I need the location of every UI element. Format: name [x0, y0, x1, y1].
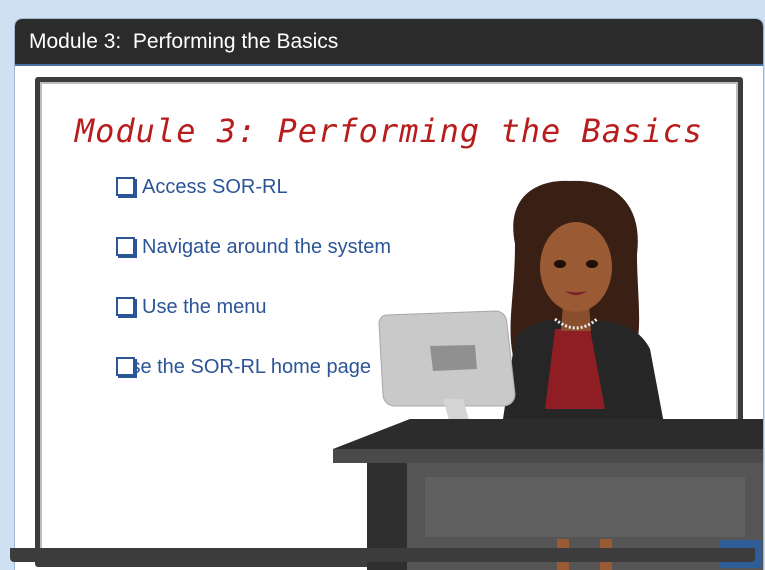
- list-item: Use the SOR-RL home page: [116, 354, 376, 380]
- checkbox-icon: [116, 237, 135, 256]
- objectives-checklist: Access SOR-RL Navigate around the system…: [116, 174, 416, 414]
- checkbox-icon: [116, 357, 135, 376]
- list-item-label: Use the SOR-RL home page: [116, 356, 371, 378]
- list-item: Navigate around the system: [116, 234, 416, 260]
- title-bar: Module 3: Performing the Basics: [15, 19, 763, 66]
- list-item-label: Use the menu: [142, 296, 267, 318]
- player-frame: Module 3: Performing the Basics Module 3…: [14, 18, 764, 570]
- checkbox-icon: [116, 297, 135, 316]
- checkbox-icon: [116, 177, 135, 196]
- whiteboard-tray: [10, 548, 755, 562]
- slide-title: Module 3: Performing the Basics: [74, 112, 704, 150]
- window-title: Module 3: Performing the Basics: [29, 30, 339, 53]
- list-item-label: Navigate around the system: [142, 236, 392, 258]
- list-item-label: Access SOR-RL: [142, 176, 288, 198]
- list-item: Access SOR-RL: [116, 174, 416, 200]
- presenter-illustration: [333, 180, 763, 570]
- list-item: Use the menu: [116, 294, 416, 320]
